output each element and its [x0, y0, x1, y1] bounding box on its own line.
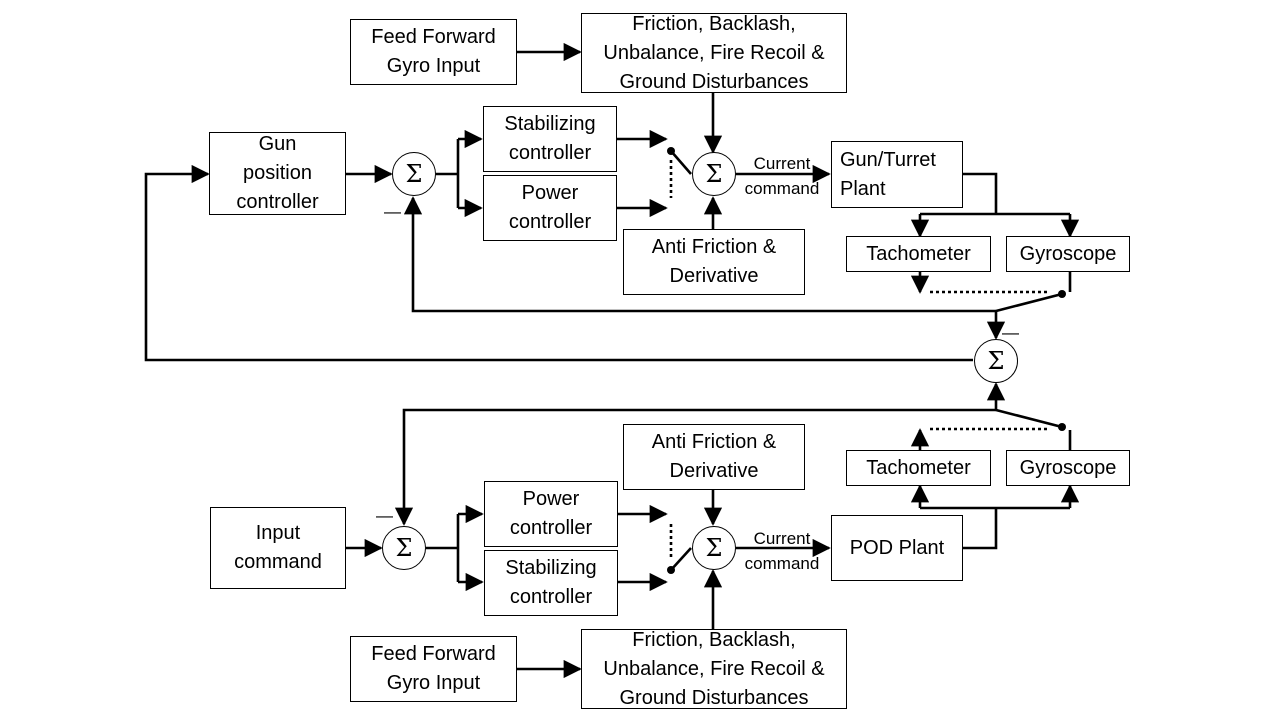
- disturbance-block-lower-label: Friction, Backlash, Unbalance, Fire Reco…: [603, 628, 825, 709]
- pod-plant: POD Plant: [831, 515, 963, 581]
- disturbance-block-lower: Friction, Backlash, Unbalance, Fire Reco…: [581, 629, 847, 709]
- line-plant-out-lower: [963, 508, 998, 550]
- minus-sign-error-sum: —: [1002, 323, 1019, 342]
- minus-sign-gun-position-sum: —: [384, 202, 401, 221]
- tachometer-upper-label: Tachometer: [866, 242, 971, 265]
- gun-position-controller-label: Gun position controller: [236, 133, 319, 213]
- feed-forward-gyro-input-lower: Feed Forward Gyro Input: [350, 636, 517, 702]
- sensor-switch-pivot-upper: [1058, 290, 1066, 298]
- power-controller-upper-label: Power controller: [508, 182, 592, 233]
- inner-feedback-lower: [394, 408, 996, 526]
- gyroscope-upper: Gyroscope: [1006, 236, 1130, 272]
- gun-position-controller: Gun position controller: [209, 132, 346, 215]
- power-controller-upper: Power controller: [483, 175, 617, 241]
- anti-friction-derivative-lower: Anti Friction & Derivative: [623, 424, 805, 490]
- anti-friction-derivative-lower-label: Anti Friction & Derivative: [651, 431, 777, 482]
- power-controller-lower: Power controller: [484, 481, 618, 547]
- tachometer-lower: Tachometer: [846, 450, 991, 486]
- tachometer-upper: Tachometer: [846, 236, 991, 272]
- current-command-label-upper: Current command: [744, 154, 820, 198]
- input-command: Input command: [210, 507, 346, 589]
- switch-arm-lower: [670, 547, 692, 571]
- summing-junction-error: Σ: [974, 339, 1018, 383]
- outer-feedback-loop: [144, 164, 973, 362]
- disturbance-block-upper-label: Friction, Backlash, Unbalance, Fire Reco…: [603, 12, 825, 93]
- summing-junction-input: Σ: [382, 526, 426, 570]
- feed-forward-gyro-input-lower-label: Feed Forward Gyro Input: [371, 643, 496, 694]
- gyroscope-lower-label: Gyroscope: [1019, 456, 1117, 479]
- summing-junction-gun-position: Σ: [392, 152, 436, 196]
- gyroscope-lower: Gyroscope: [1006, 450, 1130, 486]
- power-controller-lower-label: Power controller: [509, 488, 593, 539]
- inner-feedback-upper: [403, 196, 996, 313]
- gyroscope-upper-label: Gyroscope: [1019, 242, 1117, 265]
- feedback-switch-lower: [995, 408, 1063, 429]
- tachometer-lower-label: Tachometer: [866, 456, 971, 479]
- anti-friction-derivative-upper-label: Anti Friction & Derivative: [651, 236, 777, 287]
- gun-turret-plant-label: Gun/Turret Plant: [840, 148, 936, 200]
- switch-arm-upper: [670, 150, 692, 175]
- feed-forward-gyro-input-upper: Feed Forward Gyro Input: [350, 19, 517, 85]
- input-command-label: Input command: [234, 522, 322, 573]
- switch-pivot-upper: [667, 147, 675, 155]
- feed-forward-gyro-input-upper-label: Feed Forward Gyro Input: [371, 26, 496, 77]
- switch-pivot-lower: [667, 566, 675, 574]
- anti-friction-derivative-upper: Anti Friction & Derivative: [623, 229, 805, 295]
- stabilizing-controller-lower-label: Stabilizing controller: [505, 557, 597, 608]
- stabilizing-controller-upper: Stabilizing controller: [483, 106, 617, 172]
- stabilizing-controller-upper-label: Stabilizing controller: [504, 113, 596, 164]
- pod-plant-label: POD Plant: [849, 536, 945, 559]
- summing-junction-current-upper: Σ: [692, 152, 736, 196]
- sensor-switch-pivot-lower: [1058, 423, 1066, 431]
- feedback-switch-upper: [995, 292, 1063, 313]
- current-command-label-lower: Current command: [744, 529, 820, 573]
- disturbance-block-upper: Friction, Backlash, Unbalance, Fire Reco…: [581, 13, 847, 93]
- minus-sign-input-sum: —: [376, 506, 393, 525]
- line-plant-out-upper: [963, 172, 998, 214]
- stabilizing-controller-lower: Stabilizing controller: [484, 550, 618, 616]
- gun-turret-plant: Gun/Turret Plant: [831, 141, 963, 208]
- summing-junction-current-lower: Σ: [692, 526, 736, 570]
